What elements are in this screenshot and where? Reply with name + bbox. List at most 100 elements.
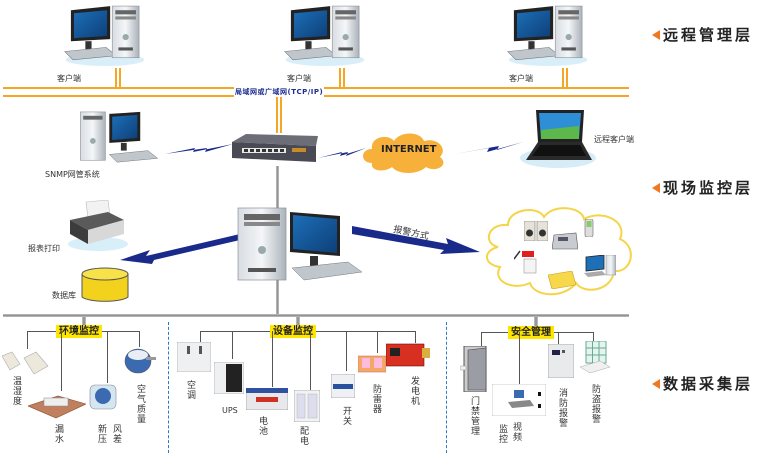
cloud-icon [363, 133, 444, 173]
branch-drop [200, 331, 201, 345]
group-tag-security: 安全管理 [508, 326, 554, 339]
item-label-temperature-humidity: 温湿度 [11, 376, 21, 406]
item-label-video: 视频 [511, 422, 521, 442]
item-label-ups: UPS [222, 406, 238, 415]
generator-icon[interactable] [386, 342, 430, 368]
branch-drop [310, 331, 311, 391]
layer-title-field: 现场监控层 [652, 177, 753, 198]
branch-drop [139, 331, 140, 347]
client-computer-1[interactable] [55, 4, 155, 66]
desktop-computer-icon [55, 4, 155, 66]
anti-theft-alarm-icon[interactable] [580, 341, 610, 373]
branch-drop [107, 331, 108, 383]
layer-title-remote: 远程管理层 [652, 24, 753, 45]
triangle-left-icon [652, 182, 660, 193]
item-label-air-conditioner: 空调 [185, 380, 195, 400]
mobile-phone-icon [584, 219, 594, 237]
battery-icon[interactable] [246, 388, 288, 410]
power-distribution-icon[interactable] [294, 390, 320, 422]
item-label-anti-theft: 防盗报警 [590, 384, 600, 424]
alarm-arrow [352, 226, 480, 254]
client-3-link-b [566, 68, 568, 88]
database-icon [81, 267, 129, 302]
item-label-switch: 开关 [341, 406, 351, 426]
fire-alarm-panel-icon[interactable] [548, 344, 574, 378]
air-quality-sensor-icon[interactable] [122, 347, 158, 377]
remote-client-label: 远程客户端 [594, 135, 634, 144]
desktop-computer-icon [237, 207, 363, 281]
client-label-3: 客户端 [509, 74, 533, 83]
ups-icon[interactable] [214, 362, 244, 394]
snmp-label: SNMP网管系统 [45, 170, 100, 179]
temperature-humidity-sensor-icon[interactable] [2, 350, 50, 376]
desktop-computer-icon [498, 4, 598, 66]
branch-drop [232, 331, 233, 359]
item-label-access-control: 门禁管理 [469, 396, 479, 436]
printer[interactable] [64, 199, 130, 252]
air-conditioner-icon[interactable] [177, 342, 211, 372]
group-tag-equipment: 设备监控 [270, 325, 316, 338]
branch-drop [558, 332, 559, 346]
security-bus-link [534, 317, 538, 326]
printer-icon [68, 199, 128, 251]
item-label-fire-alarm: 消防报警 [557, 388, 567, 428]
telephone-icon [552, 232, 578, 250]
group-divider [168, 322, 169, 453]
client-1-link [115, 68, 117, 88]
network-switch-icon[interactable] [228, 132, 320, 166]
triangle-left-icon [652, 29, 660, 40]
layer-title-collection: 数据采集层 [652, 373, 753, 394]
item-label-power-distribution: 配电 [298, 426, 308, 446]
item-label-pressure: 新压 [96, 424, 106, 444]
item-label-monitoring: 监控 [497, 424, 507, 444]
monitoring-server[interactable] [236, 206, 366, 282]
client-3-link [562, 68, 564, 88]
server-to-bus-link [276, 278, 279, 316]
client-label-1: 客户端 [57, 74, 81, 83]
alarm-cloud [478, 203, 638, 299]
client-2-link [339, 68, 341, 88]
client-label-2: 客户端 [287, 74, 311, 83]
video-surveillance-icon[interactable] [492, 384, 546, 416]
circuit-breaker-icon[interactable] [331, 374, 355, 398]
switch-to-server-link [276, 166, 279, 210]
output-arrow [120, 234, 240, 264]
client-1-link-b [119, 68, 121, 88]
database-label: 数据库 [52, 291, 76, 300]
group-tag-environment: 环境监控 [56, 325, 102, 338]
client-2-link-b [343, 68, 345, 88]
database[interactable] [80, 267, 130, 305]
internet-cloud[interactable]: INTERNET [360, 129, 450, 173]
item-label-water-leak: 漏水 [53, 424, 63, 444]
branch-drop [481, 332, 482, 348]
printer-label: 报表打印 [28, 244, 60, 253]
item-label-wind-differential: 风差 [111, 424, 121, 444]
item-label-generator: 发电机 [409, 376, 419, 406]
branch-drop [415, 331, 416, 343]
item-label-surge-protector: 防雷器 [371, 384, 381, 414]
access-control-door-icon[interactable] [460, 346, 490, 392]
pressure-sensor-icon[interactable] [88, 383, 118, 411]
lan-to-switch-link [276, 97, 278, 133]
remote-laptop[interactable] [518, 108, 598, 168]
equipment-bus-link [296, 317, 300, 326]
snmp-link-lightning [165, 144, 233, 154]
desktop-computer-icon [80, 111, 159, 163]
desktop-computer-icon [275, 4, 375, 66]
email-icon [548, 271, 576, 289]
water-leak-sensor-icon[interactable] [28, 390, 86, 420]
computer-icon [584, 255, 616, 277]
branch-drop [272, 331, 273, 387]
group-divider [446, 322, 447, 453]
speaker-icon [524, 221, 548, 241]
client-computer-3[interactable] [498, 4, 598, 66]
client-computer-2[interactable] [275, 4, 375, 66]
surge-protector-icon[interactable] [358, 354, 386, 374]
snmp-computer[interactable] [68, 110, 168, 168]
branch-drop [377, 331, 378, 353]
item-label-air-quality: 空气质量 [135, 384, 145, 424]
branch-drop [27, 331, 28, 349]
lan-to-switch-link-b [280, 97, 282, 133]
branch-drop [61, 331, 62, 391]
internet-link-lightning [318, 148, 366, 158]
